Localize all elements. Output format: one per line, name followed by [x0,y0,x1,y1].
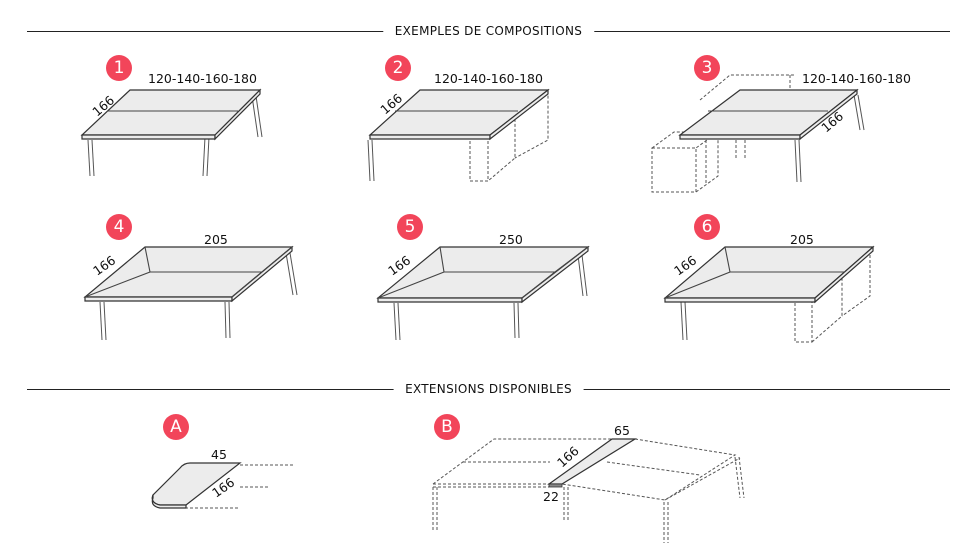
width-label: 120-140-160-180 [802,71,911,86]
section-title-compositions: EXEMPLES DE COMPOSITIONS [382,24,595,38]
composition-2: 166 120-140-160-180 2 [367,55,550,182]
svg-text:5: 5 [405,217,416,237]
badge-6: 6 [694,214,720,240]
composition-3: 166 120-140-160-180 3 [651,55,911,193]
width-label: 120-140-160-180 [148,71,257,86]
badge-2: 2 [385,55,411,81]
extension-a: 45 166 A [151,414,295,509]
svg-text:1: 1 [114,58,125,78]
badge-4: 4 [106,214,132,240]
badge-b: B [434,414,460,440]
width-bottom-label: 22 [543,489,559,504]
composition-4: 166 205 4 [83,214,298,341]
width-label: 120-140-160-180 [434,71,543,86]
width-top-label: 65 [614,423,630,438]
composition-1: 166 120-140-160-180 1 [80,55,263,177]
composition-6: 166 205 6 [663,214,875,343]
badge-3: 3 [694,55,720,81]
composition-5: 166 250 5 [376,214,590,341]
section-divider-compositions: EXEMPLES DE COMPOSITIONS [27,24,950,38]
badge-1: 1 [106,55,132,81]
width-label: 250 [499,232,523,247]
width-label: 205 [204,232,228,247]
svg-text:2: 2 [393,58,404,78]
section-divider-extensions: EXTENSIONS DISPONIBLES [27,382,950,396]
svg-text:B: B [441,417,453,437]
width-label: 205 [790,232,814,247]
svg-text:4: 4 [114,217,125,237]
section-title-extensions: EXTENSIONS DISPONIBLES [393,382,584,396]
extension-b: 65 166 22 B [432,414,745,543]
width-label: 45 [211,447,227,462]
svg-text:6: 6 [702,217,713,237]
badge-a: A [163,414,189,440]
svg-text:A: A [170,417,182,437]
svg-text:3: 3 [702,58,713,78]
badge-5: 5 [397,214,423,240]
